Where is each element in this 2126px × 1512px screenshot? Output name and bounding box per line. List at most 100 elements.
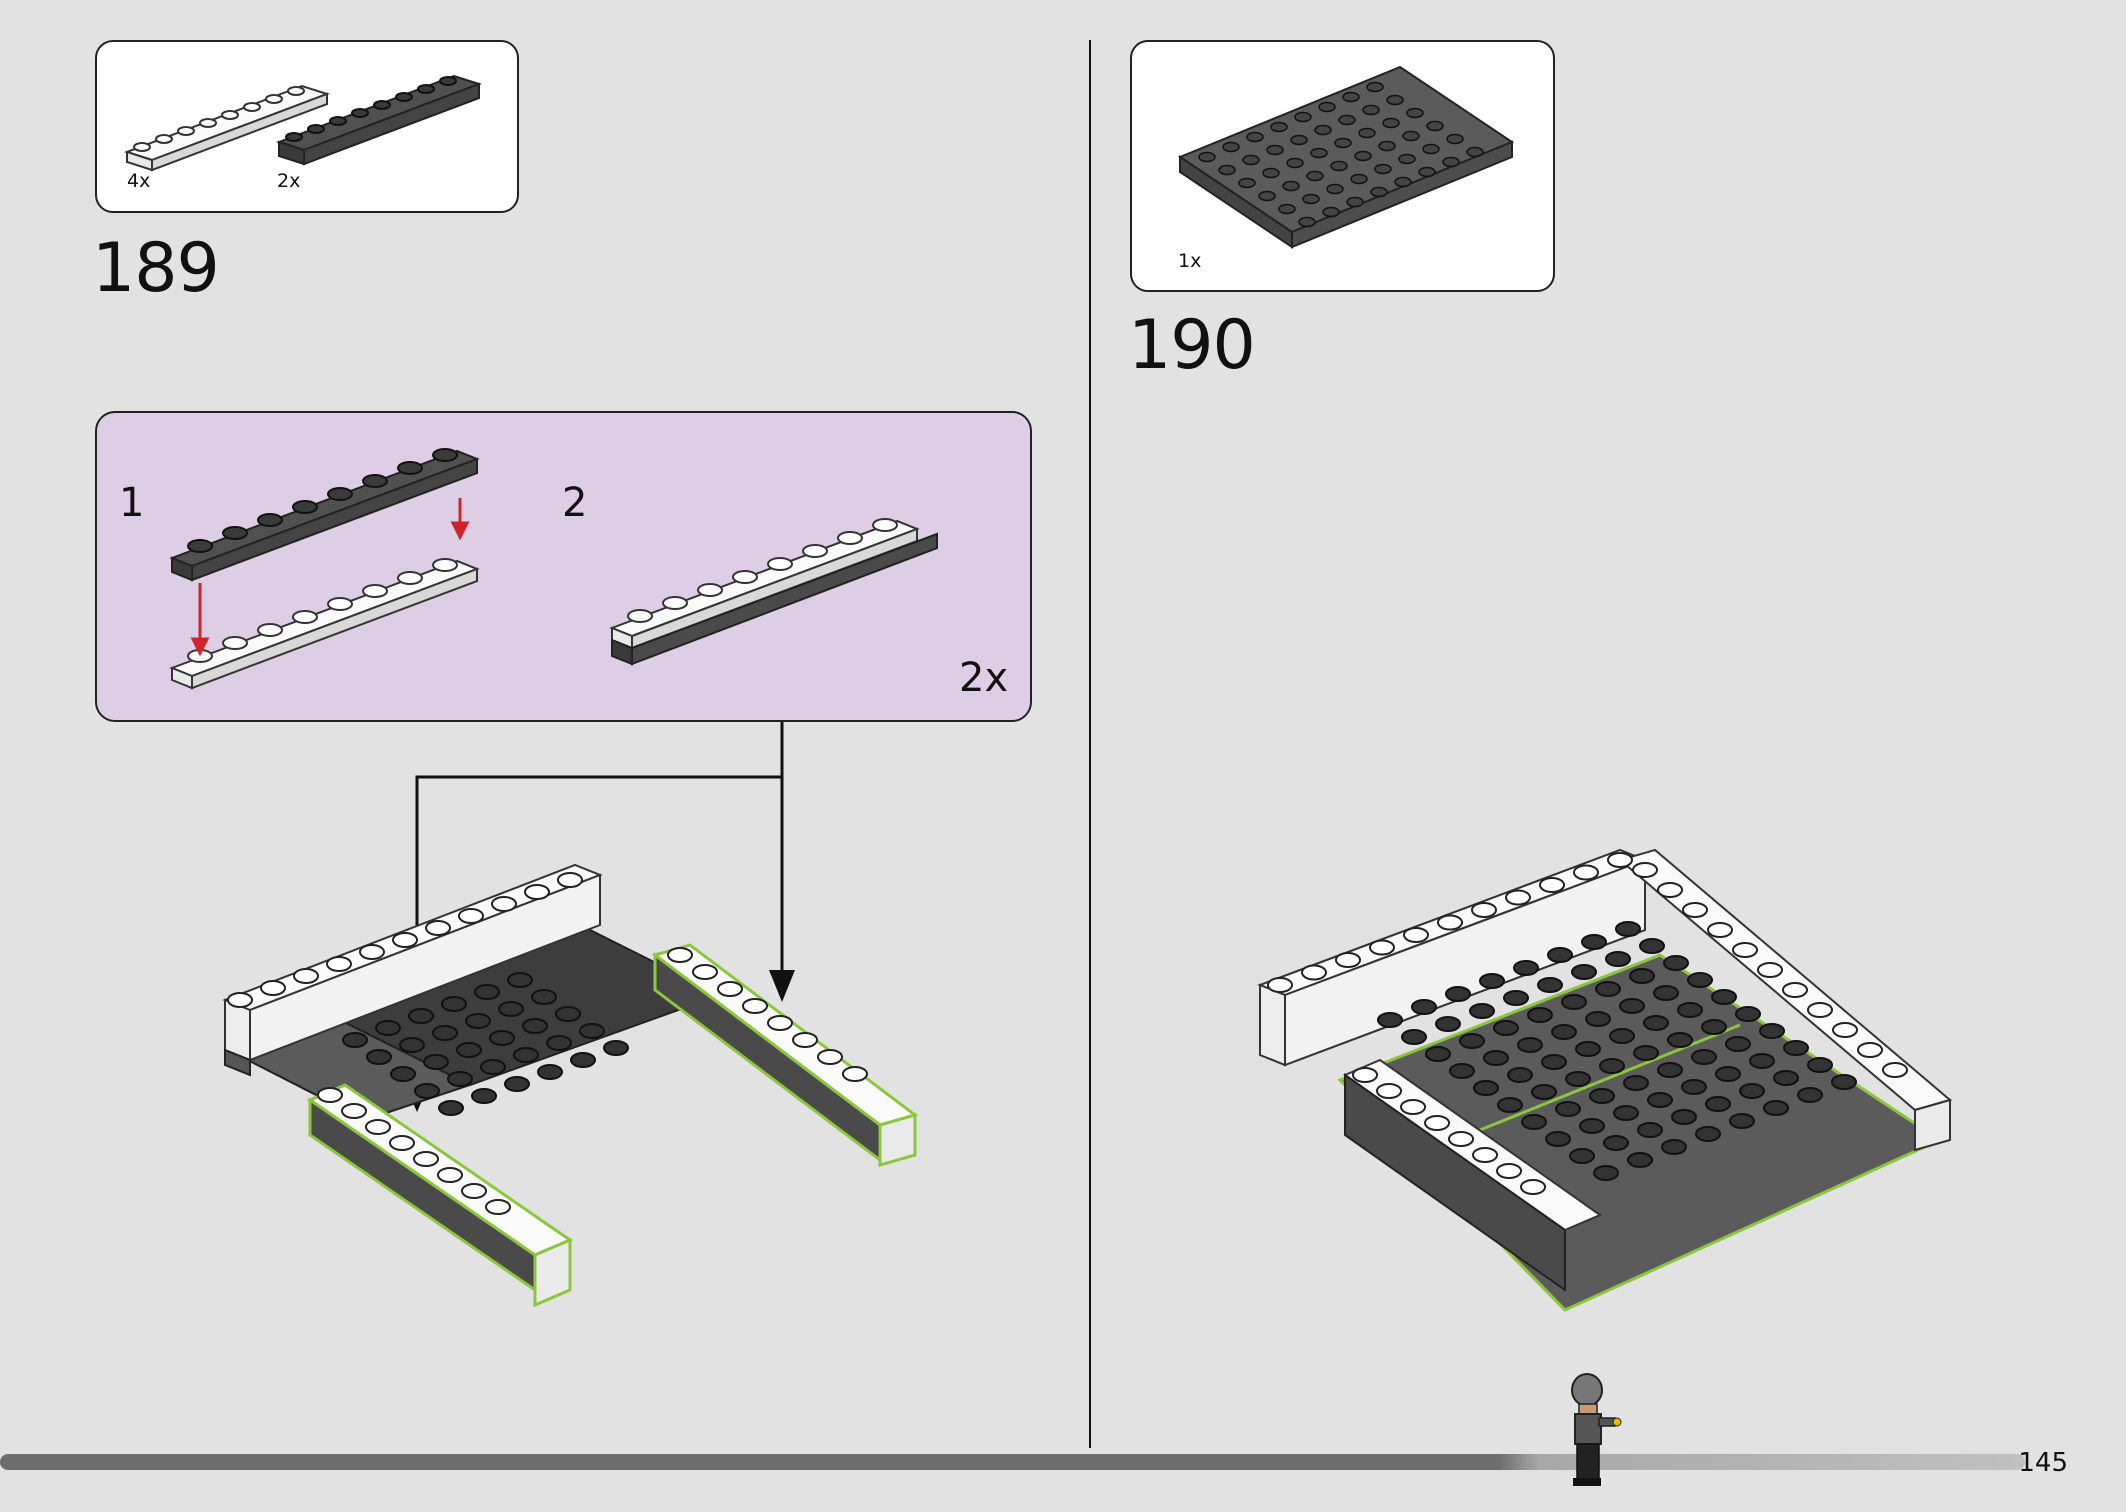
dark-stud [1503,990,1529,1006]
dark-stud [1677,1002,1703,1018]
step-number-190: 190 [1128,306,1256,385]
dark-stud [1531,1084,1557,1100]
dark-stud [1479,973,1505,989]
dark-stud [1270,121,1288,133]
dark-stud [408,1008,434,1024]
minifigure-icon [1571,1373,1622,1486]
white-stud [1682,902,1708,918]
dark-stud [1831,1074,1857,1090]
dark-stud [1585,1011,1611,1027]
dark-stud [1773,1070,1799,1086]
dark-stud [1286,157,1304,169]
dark-stud [1711,989,1737,1005]
dark-stud [1807,1057,1833,1073]
dark-stud [1322,206,1340,218]
dark-stud [1579,1118,1605,1134]
dark-stud [1725,1036,1751,1052]
dark-plate-6x8-icon [1177,65,1515,249]
dark-stud [1366,81,1384,93]
dark-stud [1238,177,1256,189]
dark-stud [1493,1020,1519,1036]
dark-stud [432,1025,458,1041]
white-stud [557,872,583,888]
dark-stud [1653,985,1679,1001]
dark-stud [1302,193,1320,205]
dark-stud [1541,1054,1567,1070]
white-stud [1403,927,1429,943]
white-stud [425,920,451,936]
dark-stud [513,1047,539,1063]
dark-stud [1298,216,1316,228]
dark-stud [1326,183,1344,195]
white-stud [1707,922,1733,938]
white-stud [1496,1163,1522,1179]
dark-stud [423,1054,449,1070]
dark-stud [471,1088,497,1104]
dark-stud [375,1020,401,1036]
dark-stud [441,996,467,1012]
dark-stud [1218,164,1236,176]
dark-stud [1290,134,1308,146]
dark-stud [1565,1071,1591,1087]
dark-stud [1705,1096,1731,1112]
dark-stud [1469,1003,1495,1019]
dark-stud [1198,151,1216,163]
dark-stud [1613,1105,1639,1121]
dark-stud [1639,938,1665,954]
dark-stud [1362,104,1380,116]
dark-stud [1401,1029,1427,1045]
dark-stud [1555,1101,1581,1117]
white-stud [293,968,319,984]
subassembly-callout: 1 2 2x [95,411,1032,722]
white-stud [692,964,718,980]
white-stud [524,884,550,900]
dark-stud [1569,1148,1595,1164]
dark-stud [1605,951,1631,967]
dark-stud [1575,1041,1601,1057]
dark-stud [1394,176,1412,188]
dark-stud [1521,1114,1547,1130]
white-stud [1757,962,1783,978]
dark-stud [1330,160,1348,172]
dark-stud [1334,137,1352,149]
dark-stud [1314,124,1332,136]
dark-stud [1667,1032,1693,1048]
white-stud [359,944,385,960]
dark-stud [1473,1080,1499,1096]
dark-stud [1242,154,1260,166]
dark-stud [1262,167,1280,179]
dark-stud [504,1076,530,1092]
dark-stud [1595,981,1621,997]
page-number: 145 [2018,1448,2068,1478]
dark-stud [570,1052,596,1068]
white-stud [1832,1022,1858,1038]
dark-stud [546,1035,572,1051]
dark-stud [1603,1135,1629,1151]
substep-1-illustration [169,448,480,690]
dark-stud [1735,1006,1761,1022]
dark-stud [1657,1062,1683,1078]
dark-stud [399,1037,425,1053]
dark-stud [1445,986,1471,1002]
dark-stud [1350,173,1368,185]
dark-stud [1386,94,1404,106]
dark-stud [1306,170,1324,182]
dark-stud [1589,1088,1615,1104]
dark-stud [1619,998,1645,1014]
dark-stud [555,1006,581,1022]
dark-stud [1623,1075,1649,1091]
dark-stud [1749,1053,1775,1069]
dark-stud [603,1040,629,1056]
dark-stud [1354,150,1372,162]
white-plate-1x8-icon [123,74,483,172]
dark-stud [1425,1046,1451,1062]
white-stud [485,1199,511,1215]
dark-stud [1561,994,1587,1010]
white-stud [717,981,743,997]
dark-stud [1411,999,1437,1015]
dark-stud [1527,1007,1553,1023]
dark-stud [474,984,500,1000]
dark-stud [465,1013,491,1029]
